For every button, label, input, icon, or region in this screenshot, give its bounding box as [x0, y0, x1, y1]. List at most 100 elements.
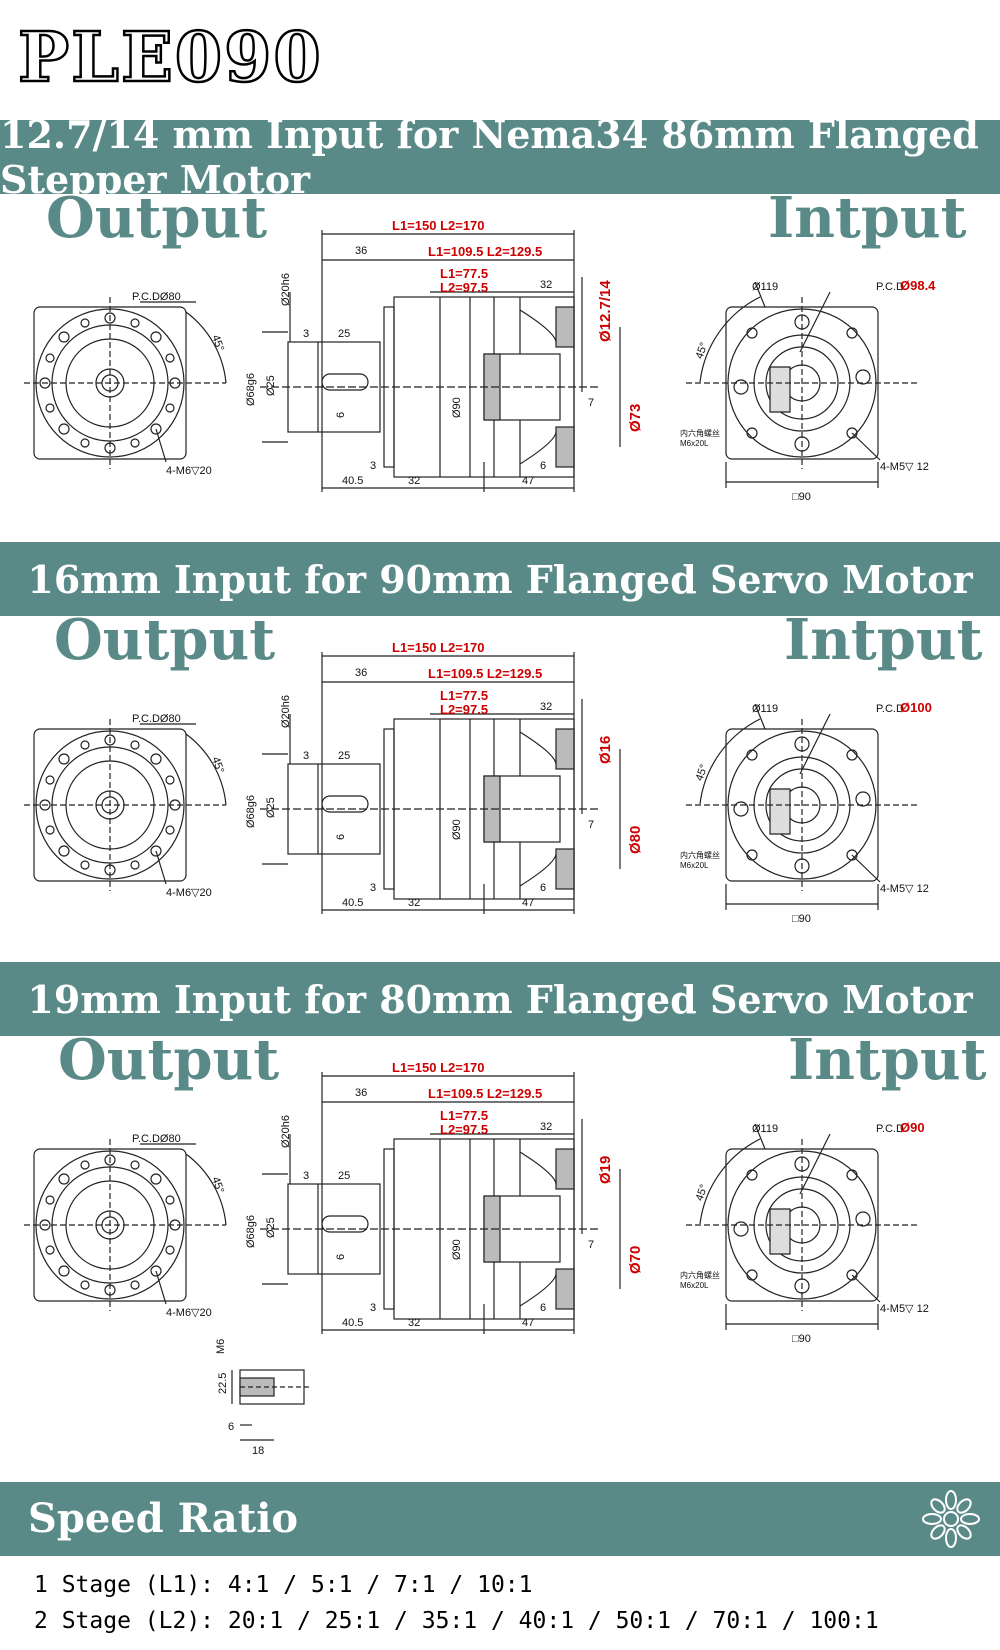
- stage2-ratios: 2 Stage (L2): 20:1 / 25:1 / 35:1 / 40:1 …: [34, 1608, 879, 1634]
- bore-dia-label: Ø16: [597, 736, 614, 764]
- dim-3-shaft: 3: [303, 1170, 309, 1182]
- input-flange-view: [686, 1123, 918, 1330]
- screw-label: M6x20L: [680, 1281, 709, 1290]
- dim-47: 47: [522, 475, 534, 487]
- bolt-holes: [39, 734, 181, 876]
- len-l1-label: L1=77.5: [440, 1108, 488, 1123]
- side-section-view: [260, 652, 621, 914]
- dim-25: 25: [338, 328, 350, 340]
- dim-40-5: 40.5: [342, 897, 363, 909]
- speed-ratio-band: Speed Ratio: [0, 1482, 1000, 1556]
- dim-90-dia: Ø90: [451, 397, 463, 418]
- dim-25-dia: Ø25: [265, 375, 277, 396]
- output-bolt-label: 4-M6▽20: [166, 465, 212, 477]
- shaft-dia-label: Ø20h6: [280, 273, 292, 306]
- side-section-view: [260, 1072, 621, 1334]
- shaft-dia-label: Ø20h6: [280, 1115, 292, 1148]
- pcd-output-label: P.C.DØ80: [132, 291, 181, 303]
- dim-32-top: 32: [540, 1121, 552, 1133]
- angle-label: 45°: [209, 1175, 226, 1195]
- input-bolt-label: 4-M5▽ 12: [880, 461, 929, 473]
- dim-25-dia: Ø25: [265, 1217, 277, 1238]
- dim-119: Ø119: [752, 281, 778, 293]
- section-heading: 19mm Input for 80mm Flanged Servo Motor: [0, 962, 1000, 1036]
- output-bolt-label: 4-M6▽20: [166, 1307, 212, 1319]
- input-flange-view: [686, 281, 918, 488]
- len-mid-label: L1=109.5 L2=129.5: [428, 666, 542, 681]
- bore-dia-label: Ø19: [597, 1156, 614, 1184]
- speed-ratio-title: Speed Ratio: [28, 1495, 299, 1542]
- dim-68g6: Ø68g6: [245, 373, 257, 406]
- dim-3-shaft: 3: [303, 328, 309, 340]
- dim-119: Ø119: [752, 703, 778, 715]
- dim-47: 47: [522, 897, 534, 909]
- section-heading: 12.7/14 mm Input for Nema34 86mm Flanged…: [0, 112, 1000, 202]
- dim-7: 7: [588, 1239, 594, 1251]
- pcd-input-label: P.C.D: [876, 1123, 904, 1135]
- dim-6-flange: 6: [540, 460, 546, 472]
- pilot-dia-label: Ø70: [627, 1246, 644, 1274]
- dim-32-bottom: 32: [408, 897, 420, 909]
- technical-drawing: P.C.DØ80 45° 4-M6▽20 36 32 3 25 6 7 3 6 …: [24, 1060, 929, 1345]
- output-bolt-label: 4-M6▽20: [166, 887, 212, 899]
- input-label: Intput: [768, 185, 967, 251]
- dim-6-flange: 6: [540, 1302, 546, 1314]
- dim-68g6: Ø68g6: [245, 1215, 257, 1248]
- output-label: Output: [46, 185, 268, 251]
- output-label: Output: [54, 607, 276, 673]
- screw-label: M6x20L: [680, 439, 709, 448]
- key-detail-drawing: M6 22.5 6 18: [215, 1339, 310, 1457]
- len-l2-label: L2=97.5: [440, 702, 488, 717]
- dim-36: 36: [355, 245, 367, 257]
- len-mid-label: L1=109.5 L2=129.5: [428, 244, 542, 259]
- dim-32-top: 32: [540, 701, 552, 713]
- dim-3-shaft: 3: [303, 750, 309, 762]
- dim-47: 47: [522, 1317, 534, 1329]
- len-mid-label: L1=109.5 L2=129.5: [428, 1086, 542, 1101]
- key-6-label: 6: [228, 1421, 234, 1433]
- dim-6-key: 6: [335, 412, 347, 418]
- len-l1-label: L1=77.5: [440, 266, 488, 281]
- pcd-input-value: Ø98.4: [900, 278, 936, 293]
- flower-icon: [922, 1490, 980, 1548]
- len-total-label: L1=150 L2=170: [392, 640, 485, 655]
- pcd-input-value: Ø90: [900, 1120, 925, 1135]
- dim-25: 25: [338, 1170, 350, 1182]
- len-l1-label: L1=77.5: [440, 688, 488, 703]
- square-label: □90: [792, 913, 811, 925]
- pcd-output-label: P.C.DØ80: [132, 1133, 181, 1145]
- screw-cn-label: 内六角螺丝: [680, 850, 720, 860]
- dim-119: Ø119: [752, 1123, 778, 1135]
- angle-input-label: 45°: [693, 763, 710, 783]
- dim-6-flange: 6: [540, 882, 546, 894]
- dim-6-key: 6: [335, 1254, 347, 1260]
- key-18-label: 18: [252, 1445, 264, 1457]
- pcd-output-label: P.C.DØ80: [132, 713, 181, 725]
- output-label: Output: [58, 1027, 280, 1093]
- input-flange-view: [686, 703, 918, 910]
- dim-6-key: 6: [335, 834, 347, 840]
- dim-90-dia: Ø90: [451, 819, 463, 840]
- output-flange-view: [24, 1139, 227, 1311]
- square-label: □90: [792, 491, 811, 503]
- page-title: PLE090: [17, 17, 323, 100]
- output-flange-view: [24, 297, 227, 469]
- angle-label: 45°: [209, 333, 226, 353]
- output-flange-view: [24, 719, 227, 891]
- dim-7: 7: [588, 397, 594, 409]
- dim-36: 36: [355, 1087, 367, 1099]
- bolt-holes: [39, 312, 181, 454]
- square-label: □90: [792, 1333, 811, 1345]
- dim-3-flange: 3: [370, 882, 376, 894]
- dim-7: 7: [588, 819, 594, 831]
- pilot-dia-label: Ø73: [627, 404, 644, 432]
- dim-40-5: 40.5: [342, 475, 363, 487]
- technical-drawing: P.C.DØ80 45° 4-M6▽20 36 32 3 25 6 7 3 6 …: [24, 218, 936, 503]
- len-l2-label: L2=97.5: [440, 280, 488, 295]
- bolt-holes: [39, 1154, 181, 1296]
- dim-32-bottom: 32: [408, 475, 420, 487]
- input-label: Intput: [784, 607, 983, 673]
- dim-68g6: Ø68g6: [245, 795, 257, 828]
- input-label: Intput: [788, 1027, 987, 1093]
- dim-25: 25: [338, 750, 350, 762]
